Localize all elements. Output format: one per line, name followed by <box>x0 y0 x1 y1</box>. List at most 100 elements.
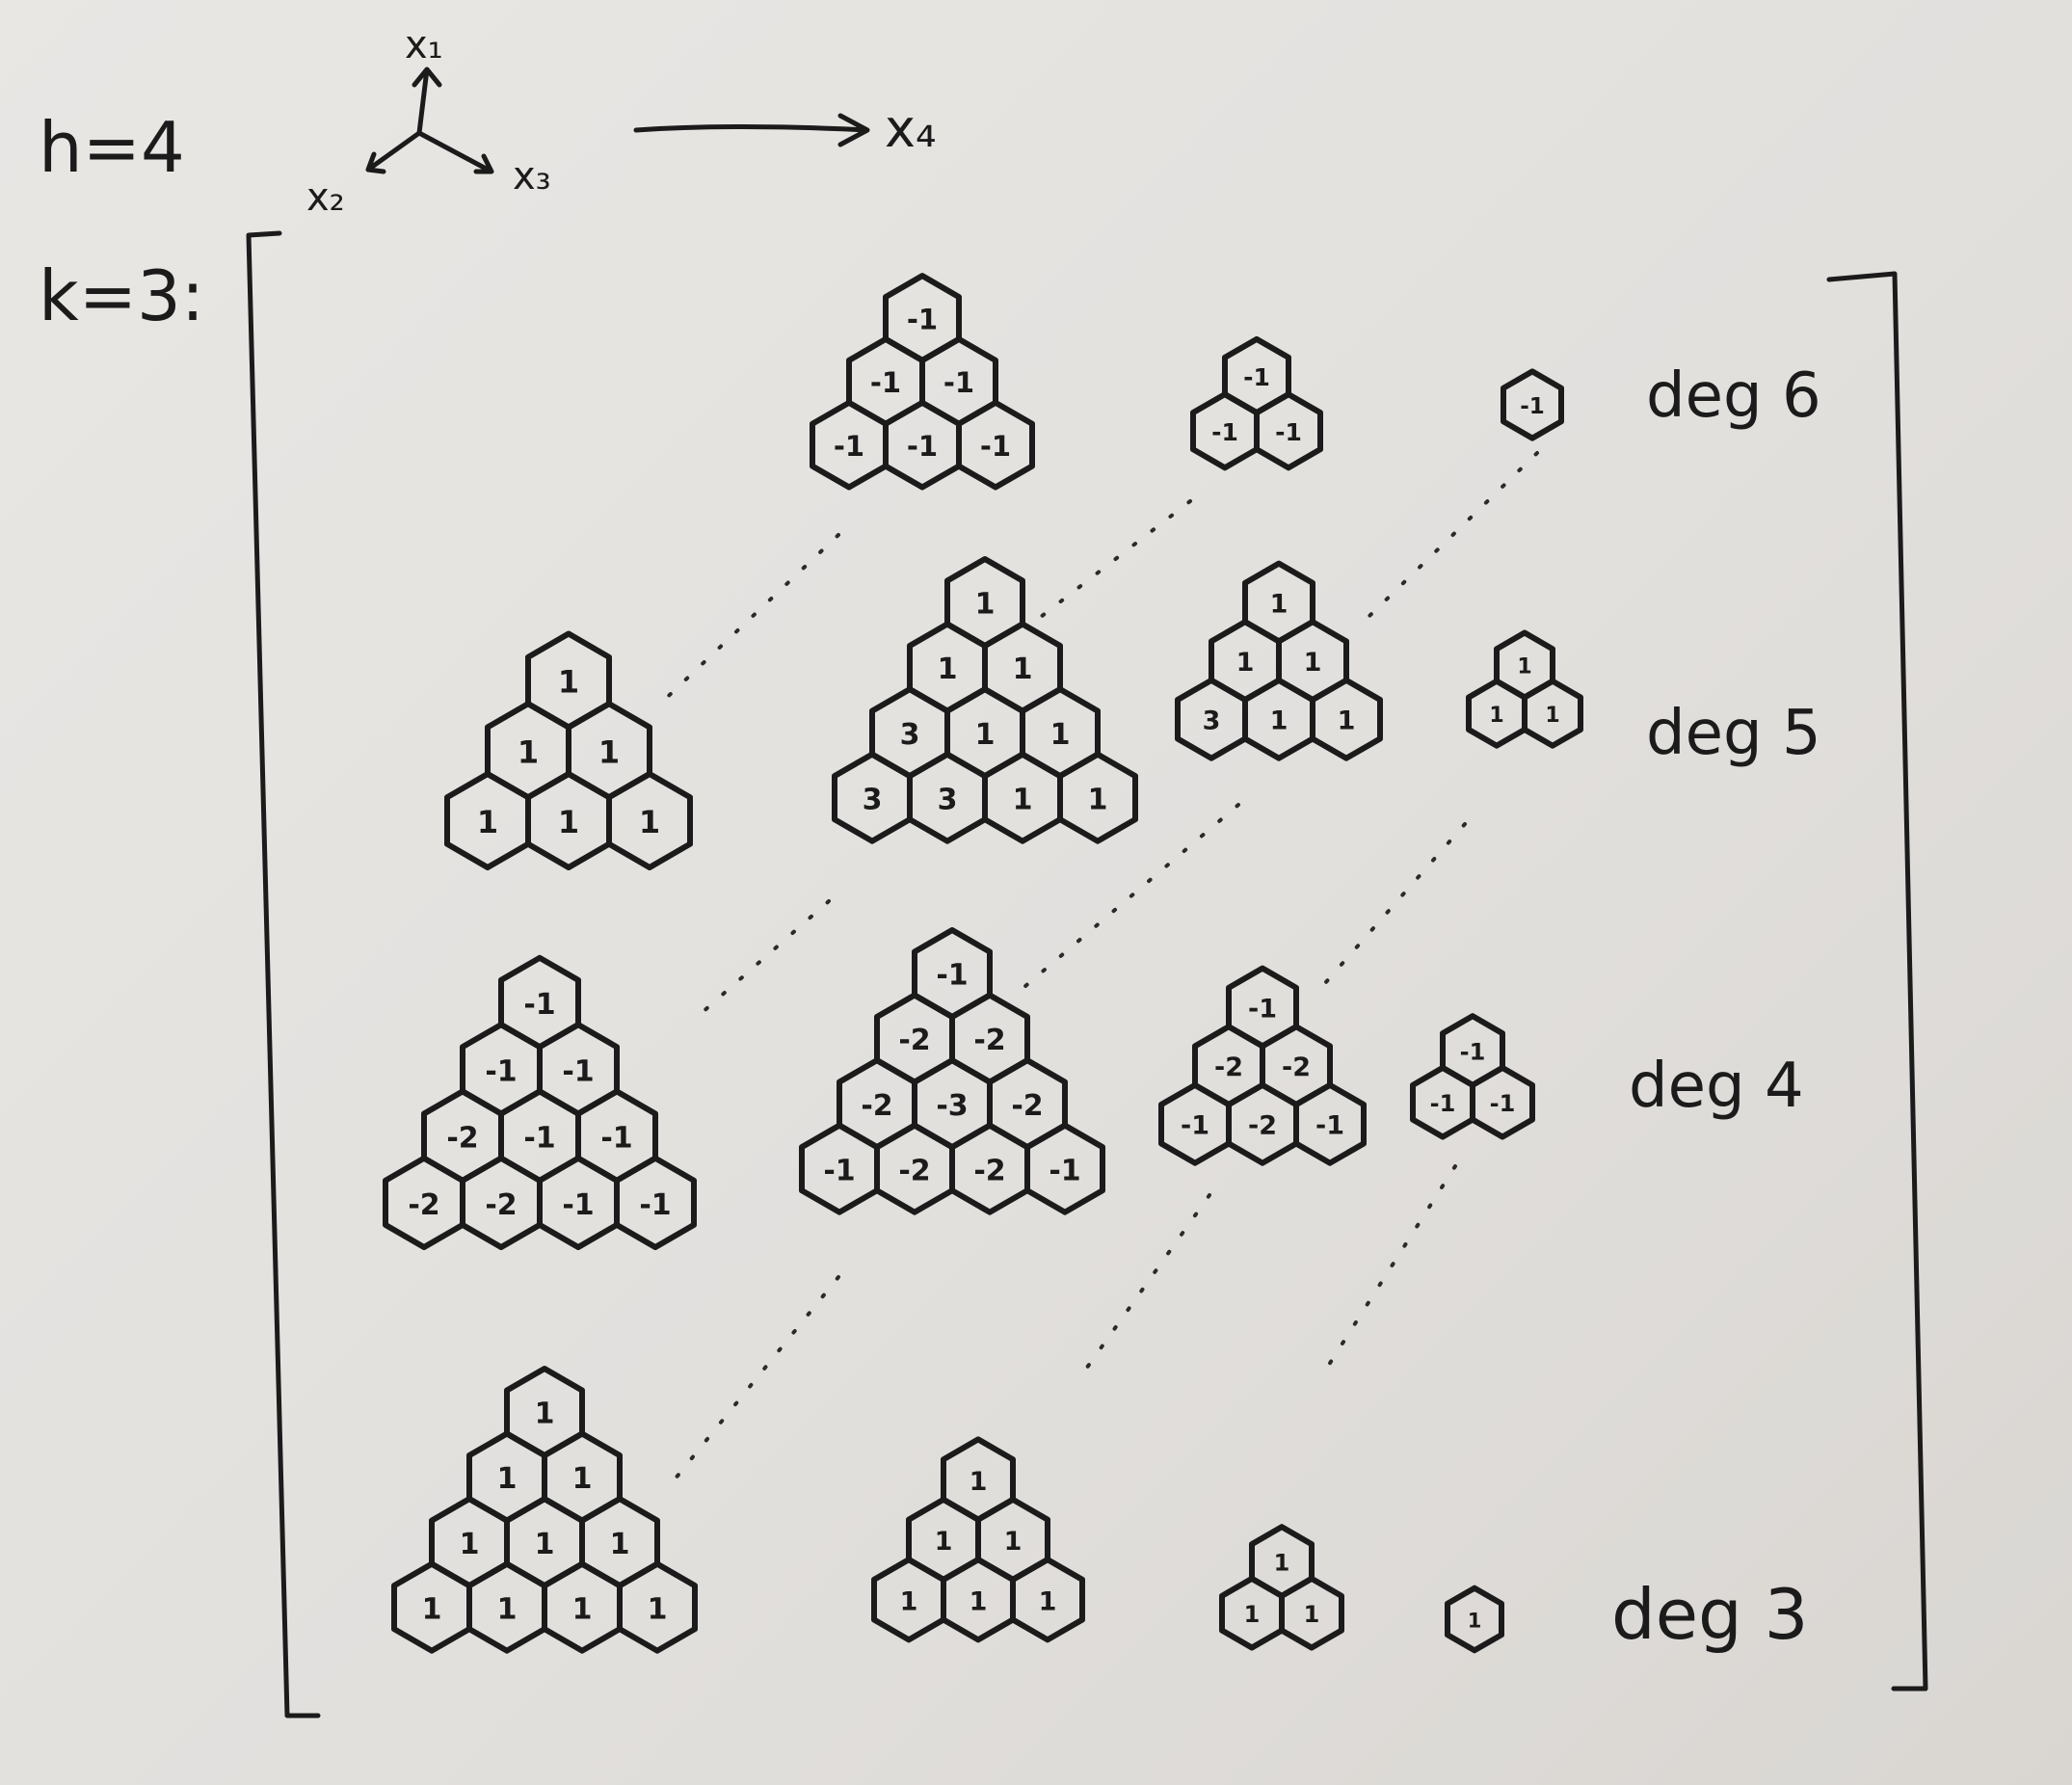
hex-cell-value: 3 <box>863 783 883 816</box>
hex-cell-value: 1 <box>1013 783 1033 816</box>
hex-cell-value: -1 <box>936 959 968 993</box>
hex-cell-value: 1 <box>598 733 620 770</box>
hex-cell-value: 1 <box>648 1592 668 1626</box>
hex-cell-value: -1 <box>870 366 901 399</box>
hex-cell-value: 1 <box>1338 706 1356 736</box>
hex-cell-value: 1 <box>639 804 660 840</box>
degree-label-5: deg 5 <box>1646 698 1821 769</box>
hex-cell-value: 3 <box>1203 706 1221 736</box>
hexagon-outline <box>606 771 693 870</box>
right-bracket <box>1826 271 1928 1692</box>
hex-cell-value: -2 <box>861 1089 892 1123</box>
hex-triangle-row3-col2: -1-2-2-2-3-2-1-2-2-1 <box>799 927 1105 1215</box>
hex-cell: -1 <box>1410 1064 1475 1140</box>
hex-cell-value: -1 <box>523 988 555 1022</box>
hex-cell-value: -2 <box>408 1188 439 1222</box>
hex-cell-value: 1 <box>1244 1601 1261 1628</box>
degree-label-4: deg 4 <box>1629 1051 1804 1122</box>
hex-cell-value: -1 <box>600 1122 632 1156</box>
x2-label: x₂ <box>306 175 345 220</box>
hex-cell: 1 <box>941 1557 1016 1643</box>
hex-triangle-row3-col3: -1-2-2-1-2-1 <box>1158 965 1367 1166</box>
hexagon-outline <box>1279 1575 1344 1651</box>
hex-cell: 1 <box>466 1560 547 1654</box>
x3-label: x₃ <box>513 154 551 199</box>
hex-cell-value: 1 <box>1050 718 1071 752</box>
hex-cell-value: 1 <box>970 1467 988 1497</box>
hex-cell: 1 <box>1310 677 1383 761</box>
hex-cell-value: 1 <box>1270 706 1288 736</box>
hex-cell-value: -1 <box>1275 418 1302 446</box>
hex-cell-value: -1 <box>823 1154 855 1187</box>
hexagon-outline <box>617 1560 698 1654</box>
hex-cell: 1 <box>1242 677 1315 761</box>
hex-cell-value: 1 <box>422 1592 442 1626</box>
hex-cell-value: -1 <box>1211 418 1238 446</box>
hex-cell-value: 1 <box>1088 783 1108 816</box>
hex-cell: 1 <box>1279 1575 1344 1651</box>
hex-cell-value: 1 <box>975 588 996 622</box>
hex-cell: 1 <box>1466 678 1527 749</box>
hex-cell: -2 <box>949 1122 1030 1215</box>
hexagon-outline <box>1010 1557 1085 1643</box>
hex-cell-value: -3 <box>936 1089 968 1123</box>
hex-cell-value: 1 <box>970 1587 988 1617</box>
hex-cell-value: -1 <box>834 430 864 463</box>
hex-cell-value: -1 <box>1248 995 1277 1025</box>
hex-cell-value: -1 <box>1490 1090 1516 1117</box>
hex-cell: 3 <box>907 751 988 844</box>
x1-label: x₁ <box>405 23 443 67</box>
hex-cell: 1 <box>1445 1585 1504 1654</box>
axes-diagram: x₁ x₂ x₃ x₄ <box>306 23 937 220</box>
hex-cell-value: 1 <box>938 653 958 686</box>
hex-cell-value: 1 <box>558 804 579 840</box>
hex-cell: -1 <box>537 1155 620 1250</box>
hex-cell-value: -1 <box>485 1054 517 1088</box>
hex-cell-value: 1 <box>497 1592 518 1626</box>
hex-cell-value: -2 <box>1214 1052 1243 1082</box>
hex-cell: 3 <box>1175 677 1248 761</box>
hex-cell-value: -2 <box>973 1024 1005 1057</box>
hex-cell-value: 1 <box>572 1462 593 1496</box>
hex-cell-value: 1 <box>572 1592 593 1626</box>
hex-cell-value: -1 <box>1520 394 1545 419</box>
hex-cell: 1 <box>617 1560 698 1654</box>
hex-cell-value: 1 <box>1468 1609 1482 1632</box>
hex-cell-value: 1 <box>935 1527 953 1557</box>
hex-cell: 1 <box>444 771 531 870</box>
hex-cell-value: 1 <box>1236 648 1255 678</box>
hex-cell-value: -1 <box>907 430 938 463</box>
hex-cell: 1 <box>391 1560 472 1654</box>
hex-cell-value: -2 <box>446 1122 478 1156</box>
hex-cell: -2 <box>1226 1081 1299 1166</box>
hex-cell-value: 1 <box>1039 1587 1057 1617</box>
hex-cell: 1 <box>1522 678 1583 749</box>
hex-cell: -1 <box>1470 1064 1535 1140</box>
hex-triangle-row1-col4: -1 <box>1501 368 1564 441</box>
hex-cell: -1 <box>1501 368 1564 441</box>
hex-cell-value: 1 <box>1304 648 1322 678</box>
hex-cell-value: -1 <box>1315 1111 1344 1141</box>
hex-cell-value: -2 <box>1282 1052 1311 1082</box>
hex-cell-value: 1 <box>1489 704 1503 728</box>
hexagon-outline <box>1024 1122 1105 1215</box>
hex-cell-value: -1 <box>980 430 1011 463</box>
hex-cell-value: -1 <box>523 1122 555 1156</box>
hex-cell-value: 1 <box>518 733 539 770</box>
hex-cell-value: 1 <box>1004 1527 1023 1557</box>
k-label: k=3: <box>39 255 204 336</box>
hex-cell-value: -1 <box>562 1188 594 1222</box>
hexagon-outline <box>1310 677 1383 761</box>
hexagon-outline <box>1057 751 1138 844</box>
hex-triangle-row1-col2: -1-1-1-1-1-1 <box>810 273 1035 491</box>
hex-cell-value: -1 <box>1430 1090 1456 1117</box>
hex-cell: 1 <box>525 771 612 870</box>
hex-cell-value: -1 <box>1049 1154 1080 1187</box>
